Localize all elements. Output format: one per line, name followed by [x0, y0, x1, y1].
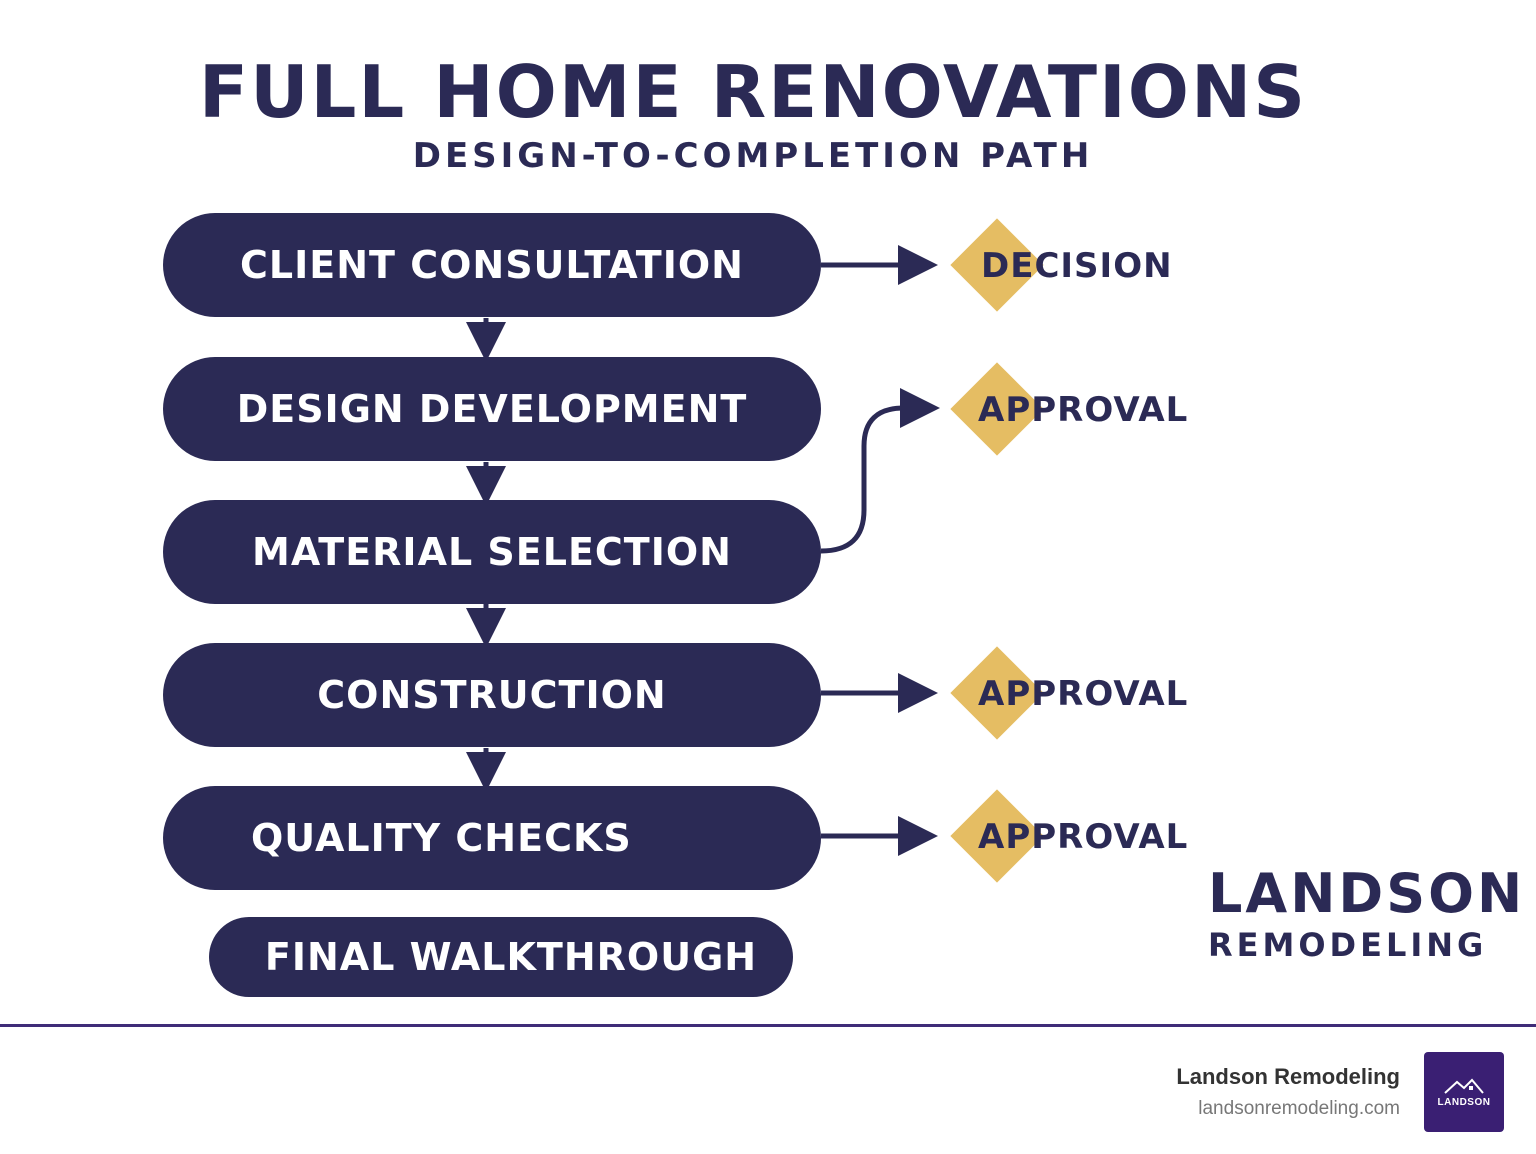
footer-logo-text: LANDSON [1437, 1096, 1491, 1108]
approval-label: APPROVAL [978, 817, 1189, 857]
step-material-selection: MATERIAL SELECTION [163, 500, 821, 604]
approval-label: APPROVAL [978, 674, 1189, 714]
diagram-title: FULL HOME RENOVATIONS [198, 50, 1308, 134]
step-design-development: DESIGN DEVELOPMENT [163, 357, 821, 461]
brand-tagline: REMODELING [1208, 926, 1488, 964]
step-label: CLIENT CONSULTATION [240, 243, 744, 287]
footer-company-name: Landson Remodeling [1176, 1064, 1400, 1089]
approval-label: APPROVAL [978, 390, 1189, 430]
house-roof-icon [1444, 1078, 1484, 1094]
step-label: QUALITY CHECKS [251, 816, 632, 860]
diagram-subtitle: DESIGN-TO-COMPLETION PATH [412, 136, 1094, 176]
step-construction: CONSTRUCTION [163, 643, 821, 747]
step-label: DESIGN DEVELOPMENT [236, 387, 748, 431]
footer-logo[interactable]: LANDSON [1424, 1052, 1504, 1132]
decision-label: DECISION [981, 246, 1173, 286]
arrow-material-to-approval [820, 388, 940, 554]
brand-name: LANDSON [1208, 862, 1526, 925]
footer-website-link[interactable]: landsonremodeling.com [1198, 1098, 1400, 1119]
footer-divider [0, 1024, 1536, 1027]
step-label: MATERIAL SELECTION [252, 530, 732, 574]
step-label: FINAL WALKTHROUGH [264, 935, 758, 979]
step-final-walkthrough: FINAL WALKTHROUGH [209, 917, 793, 997]
step-quality-checks: QUALITY CHECKS [163, 786, 821, 890]
step-label: CONSTRUCTION [317, 673, 667, 717]
step-client-consultation: CLIENT CONSULTATION [163, 213, 821, 317]
